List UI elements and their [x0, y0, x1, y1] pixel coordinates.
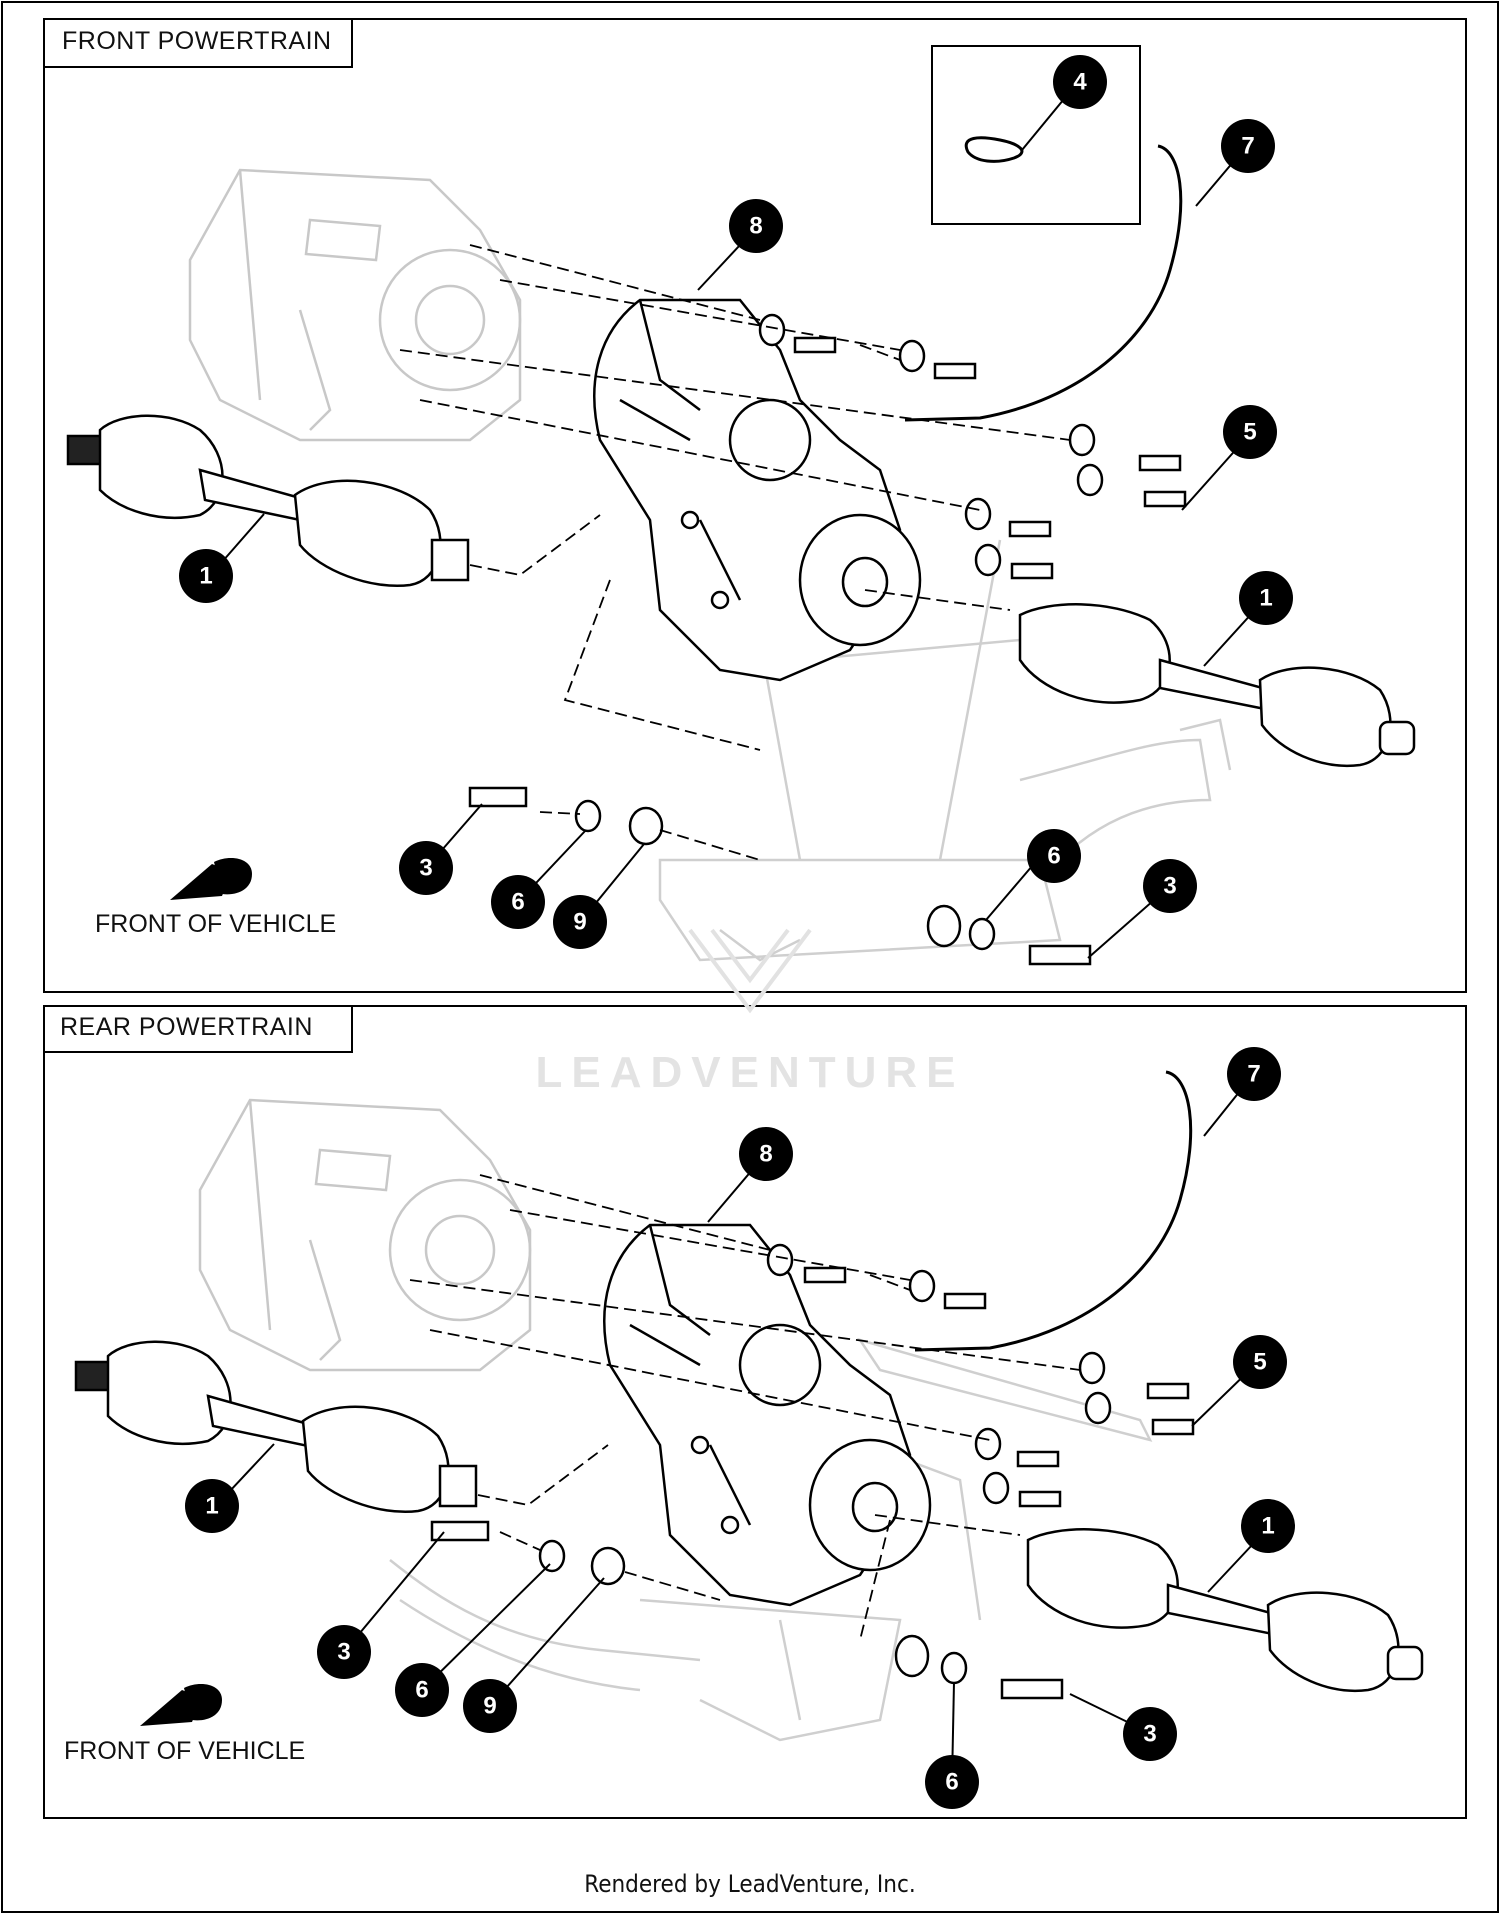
rear-motor-ghost [198, 1098, 532, 1372]
watermark-logo-icon [688, 928, 812, 1014]
front-right-axle-drawing [1018, 603, 1416, 768]
callout-front-3b [1143, 859, 1197, 913]
front-dash-lines [399, 244, 1071, 861]
callout-label: 5 [1253, 1349, 1266, 1376]
callout-rear-3a [317, 1625, 371, 1679]
callout-label: 9 [573, 909, 586, 936]
callout-label: 6 [415, 1677, 428, 1704]
callout-front-3a [399, 841, 453, 895]
callout-label: 6 [511, 889, 524, 916]
rear-panel-title-box [43, 1005, 353, 1053]
callout-rear-6b [925, 1755, 979, 1809]
callout-label: 7 [1241, 133, 1254, 160]
front-vent-hose [904, 144, 1183, 422]
callout-label: 3 [1143, 1721, 1156, 1748]
callout-label: 3 [419, 855, 432, 882]
front-direction-label: FRONT OF VEHICLE [95, 910, 337, 938]
callout-rear-1a [185, 1479, 239, 1533]
callout-label: 6 [945, 1769, 958, 1796]
callout-front-6b [1027, 829, 1081, 883]
callout-front-9 [553, 895, 607, 949]
callout-rear-7 [1227, 1047, 1281, 1101]
callout-front-4 [1053, 55, 1107, 109]
rear-vent-hose [914, 1070, 1193, 1352]
front-motor-ghost [188, 168, 522, 442]
rear-panel-title: REAR POWERTRAIN [60, 1013, 313, 1041]
callout-rear-5 [1233, 1335, 1287, 1389]
callout-label: 1 [1261, 1513, 1274, 1540]
front-panel-border [43, 18, 1467, 993]
callout-label: 3 [337, 1639, 350, 1666]
callout-rear-6a [395, 1663, 449, 1717]
rear-direction-label: FRONT OF VEHICLE [64, 1737, 306, 1765]
callout-label: 5 [1243, 419, 1256, 446]
callout-label: 8 [759, 1141, 772, 1168]
rear-left-axle-drawing [74, 1340, 478, 1513]
callout-rear-9 [463, 1679, 517, 1733]
front-frame-ghost [658, 539, 1232, 962]
front-fasteners [468, 313, 1187, 966]
callout-label: 6 [1047, 843, 1060, 870]
callout-label: 1 [199, 563, 212, 590]
hose-clamp-drawing [964, 136, 1024, 163]
watermark-text: LEADVENTURE [535, 1048, 965, 1097]
front-gearbox-drawing [593, 298, 922, 682]
callout-label: 8 [749, 213, 762, 240]
rear-right-axle-drawing [1026, 1528, 1424, 1693]
callout-label: 9 [483, 1693, 496, 1720]
callout-front-1a [179, 549, 233, 603]
front-panel-title: FRONT POWERTRAIN [62, 27, 332, 55]
callout-numbers: 4 7 8 5 1 1 3 6 9 6 3 7 8 5 1 1 3 6 9 3 … [199, 69, 1274, 1796]
callouts [179, 55, 1295, 1809]
callout-front-5 [1223, 405, 1277, 459]
front-direction-arrow-icon [170, 858, 252, 900]
callout-front-1b [1239, 571, 1293, 625]
footer-credit: Rendered by LeadVenture, Inc. [584, 1870, 916, 1898]
callout-front-6a [491, 875, 545, 929]
rear-fasteners [430, 1243, 1195, 1700]
callout-front-7 [1221, 119, 1275, 173]
callout-rear-8 [739, 1127, 793, 1181]
rear-direction-arrow-icon [140, 1684, 222, 1726]
rear-dash-lines [409, 1174, 1081, 1641]
front-left-axle-drawing [66, 414, 470, 587]
rear-gearbox-drawing [603, 1223, 932, 1607]
callout-front-8 [729, 199, 783, 253]
callout-rear-3b [1123, 1707, 1177, 1761]
rear-powertrain-panel [43, 1005, 1467, 1819]
callout-label: 4 [1073, 69, 1087, 96]
callout-label: 7 [1247, 1061, 1260, 1088]
callout-label: 1 [1259, 585, 1272, 612]
inset-box [931, 45, 1141, 225]
callout-label: 1 [205, 1493, 218, 1520]
callout-label: 3 [1163, 873, 1176, 900]
front-powertrain-panel [43, 18, 1467, 993]
callout-rear-1b [1241, 1499, 1295, 1553]
front-panel-title-box [43, 18, 353, 68]
